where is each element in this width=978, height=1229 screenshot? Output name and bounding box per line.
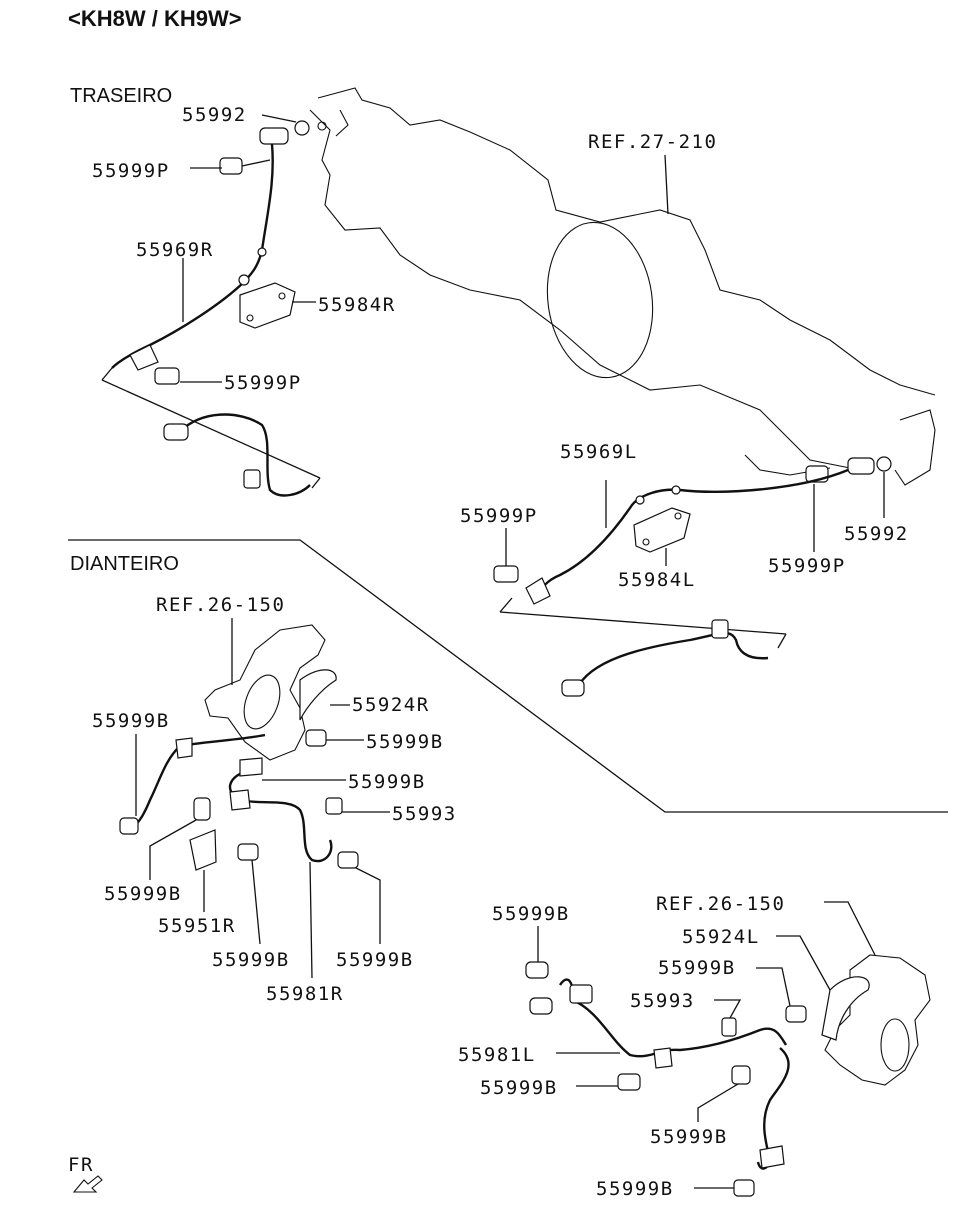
bolt-front-left-c — [731, 1065, 751, 1085]
o-ring-rear-left — [294, 120, 310, 136]
label-55993-front-left: 55993 — [630, 990, 695, 1012]
ref-rear-axle: REF.27-210 — [588, 131, 717, 153]
harness-rear-left — [179, 413, 311, 497]
label-55999b-front-right-4: 55999B — [104, 883, 182, 905]
bracket-55984l — [633, 507, 691, 553]
bolt-front-left-d — [733, 1179, 755, 1197]
harness-55981r — [228, 768, 333, 863]
label-55999p-rear-left-upper: 55999P — [92, 160, 170, 182]
bolt-front-right-c — [193, 797, 211, 821]
label-55999b-front-right-6: 55999B — [336, 949, 414, 971]
clip-55993-front-left — [721, 1017, 737, 1037]
label-55924l: 55924L — [682, 926, 760, 948]
label-55984r: 55984R — [318, 294, 396, 316]
label-55999p-rear-right-upper: 55999P — [768, 555, 846, 577]
label-55999p-rear-right-lower: 55999P — [460, 505, 538, 527]
front-left-knuckle-assembly — [525, 954, 931, 1197]
sensor-cable-front-right — [131, 733, 266, 829]
label-55969l: 55969L — [560, 441, 638, 463]
model-header: <KH8W / KH9W> — [68, 6, 242, 31]
bracket-55984r — [239, 282, 296, 329]
label-55993-front-right: 55993 — [392, 803, 457, 825]
bolt-rear-left-lower — [154, 367, 180, 385]
connector-front-left-b — [529, 997, 553, 1015]
bolt-rear-right-lower — [493, 565, 519, 583]
label-55999b-front-right-1: 55999B — [92, 710, 170, 732]
front-right-knuckle-assembly — [119, 624, 359, 871]
label-55951r: 55951R — [158, 915, 236, 937]
connector-front-left-a — [525, 961, 549, 979]
label-55999p-rear-left-lower: 55999P — [224, 372, 302, 394]
label-55999b-front-left-2: 55999B — [658, 957, 736, 979]
label-55981r: 55981R — [266, 983, 344, 1005]
sensor-head-rear-right — [847, 457, 875, 475]
label-55999b-front-left-5: 55999B — [596, 1178, 674, 1200]
rear-right-wheel-speed-sensor-assembly — [493, 456, 892, 697]
bolt-rear-left-upper — [219, 157, 243, 175]
section-divider-line — [68, 539, 948, 813]
front-direction-arrow-icon — [72, 1175, 103, 1193]
section-rear-title: TRASEIRO — [70, 85, 172, 107]
label-55999b-front-right-3: 55999B — [348, 771, 426, 793]
ref-front-right-knuckle: REF.26-150 — [156, 594, 285, 616]
sensor-ring-55924r — [299, 669, 337, 721]
label-55924r: 55924R — [352, 694, 430, 716]
section-front-title: DIANTEIRO — [70, 553, 179, 575]
harness-rear-right — [574, 631, 769, 691]
clip-55993-front-right — [325, 797, 343, 815]
o-ring-rear-right — [876, 456, 892, 472]
bracket-55951r — [189, 829, 217, 871]
label-55999b-front-left-4: 55999B — [650, 1126, 728, 1148]
bolt-front-right-e — [337, 851, 359, 869]
front-direction-label: FR — [68, 1154, 94, 1176]
bolt-front-left-a — [785, 1005, 807, 1023]
label-55969r: 55969R — [136, 239, 214, 261]
bolt-front-left-b — [617, 1073, 641, 1091]
bolt-front-right-a — [305, 729, 327, 747]
bolt-front-right-b — [119, 817, 139, 835]
bolt-front-right-d — [237, 843, 259, 861]
ref-leader-rear — [664, 154, 669, 215]
label-55992-rear-right: 55992 — [844, 523, 909, 545]
label-55984l: 55984L — [618, 569, 696, 591]
label-55999b-front-left-1: 55999B — [492, 903, 570, 925]
label-55999b-front-left-3: 55999B — [480, 1077, 558, 1099]
label-55999b-front-right-2: 55999B — [366, 731, 444, 753]
label-55981l: 55981L — [458, 1044, 536, 1066]
label-55999b-front-right-5: 55999B — [212, 949, 290, 971]
rear-left-wheel-speed-sensor-assembly — [101, 120, 321, 497]
label-55992-rear-left: 55992 — [182, 104, 247, 126]
sensor-cable-front-left — [756, 1047, 790, 1170]
sensor-cable-rear-right — [536, 468, 849, 599]
sensor-ring-55924l — [821, 976, 870, 1041]
ref-front-left-knuckle: REF.26-150 — [656, 893, 785, 915]
sensor-head-rear-left — [259, 127, 289, 145]
